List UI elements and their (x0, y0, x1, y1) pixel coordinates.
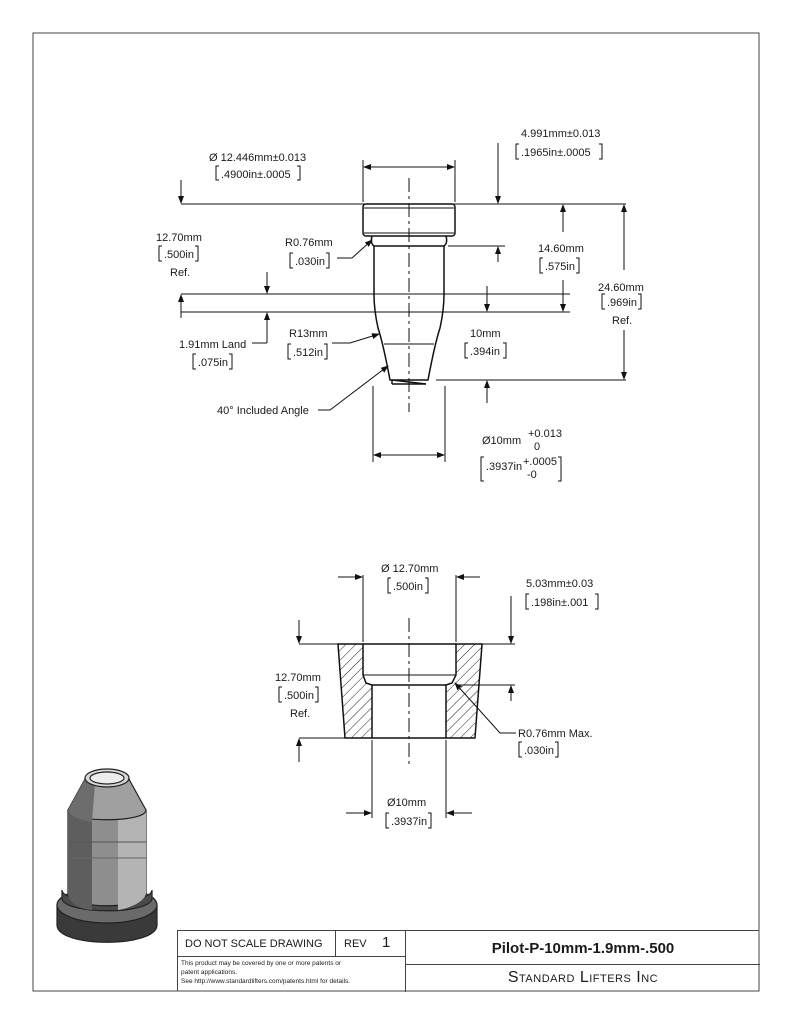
pilot-ref-length-ref: Ref. (170, 267, 190, 279)
bushing-height-ref: Ref. (290, 708, 310, 720)
sheet-border (32, 32, 760, 992)
rev-value: 1 (382, 934, 391, 951)
scale-note: DO NOT SCALE DRAWING (185, 938, 323, 950)
pilot-nose-len-in: .394in (470, 346, 500, 358)
company-name: Standard Lifters Inc (507, 969, 659, 986)
pilot-head-height-mm: 4.991mm±0.013 (521, 128, 600, 140)
patent-line-3: See http://www.standardlifters.com/paten… (181, 978, 351, 985)
pilot-shank-dia-mm-tol-upper: +0.013 (528, 428, 562, 440)
pilot-radius-mm: R0.76mm (285, 237, 333, 249)
bushing-bore-dia-in: .500in (393, 581, 423, 593)
scale-note-cell: DO NOT SCALE DRAWING (178, 931, 336, 957)
pilot-shank-len-mm: 14.60mm (538, 243, 584, 255)
bushing-dimension-lines (296, 574, 516, 818)
part-number: Pilot-P-10mm-1.9mm-.500 (491, 940, 675, 957)
bushing-hole-dia-in: .3937in (391, 816, 427, 828)
pilot-nose-len-mm: 10mm (470, 328, 501, 340)
pilot-shank-dia-in-tol-lower: -0 (527, 469, 537, 481)
pilot-head-dia-in: .4900in±.0005 (221, 169, 291, 181)
patent-line-1: This product may be covered by one or mo… (181, 960, 342, 967)
pilot-overall-ref: Ref. (612, 315, 632, 327)
bushing-counterbore-in: .198in±.001 (531, 597, 588, 609)
bushing-bore-dia-mm: Ø 12.70mm (381, 563, 438, 575)
pilot-head-dia-mm: Ø 12.446mm±0.013 (209, 152, 306, 164)
pilot-nose-radius-in: .512in (293, 347, 323, 359)
pilot-shank-len-in: .575in (545, 261, 575, 273)
isometric-pilot-view (56, 768, 158, 943)
bushing-hole-dia-mm: Ø10mm (387, 797, 426, 809)
rev-cell: REV 1 (336, 931, 406, 957)
pilot-dimension-lines (178, 143, 627, 462)
pilot-angle-label: 40° Included Angle (217, 405, 309, 417)
pilot-shank-dia-in: .3937in (486, 461, 522, 473)
pilot-head-height-in: .1965in±.0005 (521, 147, 591, 159)
pilot-inch-brackets (158, 143, 642, 482)
title-block: DO NOT SCALE DRAWING REV 1 This product … (177, 930, 760, 992)
pilot-land-mm: 1.91mm Land (179, 339, 246, 351)
bushing-counterbore-mm: 5.03mm±0.03 (526, 578, 593, 590)
bushing-inch-brackets (278, 577, 599, 829)
pilot-nose-radius-mm: R13mm (289, 328, 328, 340)
pilot-radius-in: .030in (295, 256, 325, 268)
pilot-overall-mm: 24.60mm (598, 282, 644, 294)
bushing-radius-mm: R0.76mm Max. (518, 728, 593, 740)
rev-label: REV (344, 938, 367, 950)
pilot-ref-length-mm: 12.70mm (156, 232, 202, 244)
pilot-shank-dia-mm-tol-lower: 0 (534, 441, 540, 453)
pilot-overall-in: .969in (607, 297, 637, 309)
bushing-section (337, 643, 483, 739)
pilot-shank-dia-mm: Ø10mm (482, 435, 521, 447)
patent-line-2: patent applications. (181, 969, 238, 976)
patent-cell: This product may be covered by one or mo… (178, 957, 406, 992)
pilot-land-in: .075in (198, 357, 228, 369)
company-cell: Standard Lifters Inc (406, 965, 760, 992)
bushing-height-mm: 12.70mm (275, 672, 321, 684)
bushing-radius-in: .030in (524, 745, 554, 757)
part-number-cell: Pilot-P-10mm-1.9mm-.500 (406, 931, 760, 965)
pilot-shank-dia-in-tol-upper: +.0005 (523, 456, 557, 468)
pilot-ref-length-in: .500in (164, 249, 194, 261)
bushing-height-in: .500in (284, 690, 314, 702)
